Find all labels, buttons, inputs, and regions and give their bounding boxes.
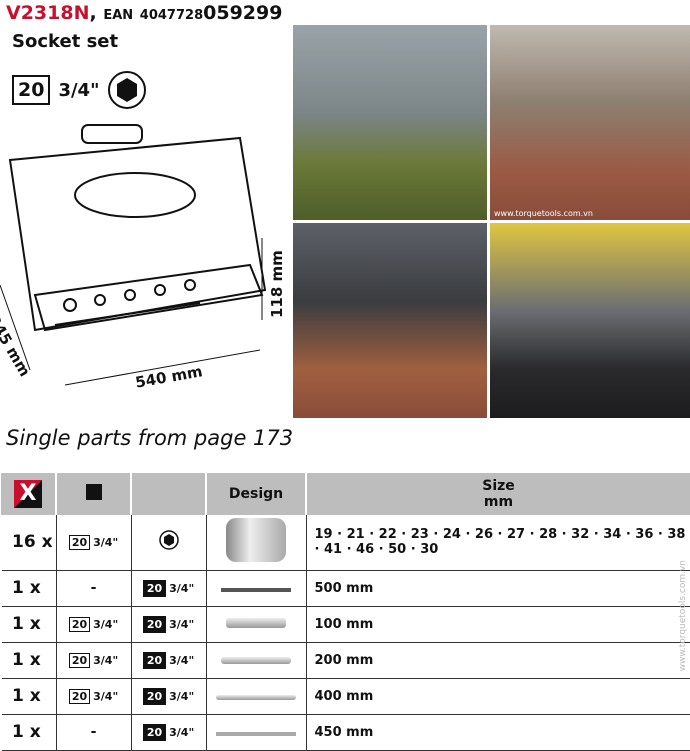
qty-icon: X	[14, 480, 42, 508]
product-title: Socket set	[12, 31, 119, 52]
hex-socket-icon	[158, 530, 179, 550]
photo-truck-worker: www.torquetools.com.vn	[490, 25, 690, 220]
square-size: 20	[68, 689, 91, 704]
size-unit: mm	[483, 494, 514, 510]
square-size: 20	[68, 617, 91, 632]
length: 100 mm	[305, 606, 690, 643]
square-inch: 3/4"	[93, 690, 119, 703]
watermark: www.torquetools.com.vn	[678, 560, 688, 672]
ean-label: EAN	[103, 8, 134, 23]
extension-bar-image	[216, 695, 296, 700]
drive-size: 20	[142, 616, 167, 633]
square-size: -	[55, 714, 131, 751]
height-dimension: 118 mm	[268, 250, 286, 318]
square-inch: 3/4"	[93, 654, 119, 667]
drive-inch: 3/4"	[169, 654, 195, 667]
photo-caption: www.torquetools.com.vn	[494, 209, 593, 218]
length: 450 mm	[305, 714, 690, 751]
product-code: V2318N	[6, 2, 90, 24]
qty: 16 x	[0, 515, 56, 571]
photo-tire-case	[293, 223, 487, 418]
extension-bar-image	[221, 657, 291, 664]
socket-image	[226, 518, 286, 563]
qty: 1 x	[0, 606, 56, 643]
square-size: 20	[68, 535, 91, 551]
design-header: Design	[205, 473, 306, 515]
drive-size: 20	[142, 724, 167, 741]
drive-inch: 3/4"	[169, 582, 195, 595]
square-size: 20	[68, 653, 91, 668]
sliding-t-bar-image	[221, 588, 291, 592]
drive-size: 20	[142, 580, 167, 597]
qty: 1 x	[0, 678, 56, 715]
size-header: Size	[482, 478, 515, 494]
drive-size: 20	[142, 688, 167, 705]
drive-inch: 3/4"	[169, 690, 195, 703]
length: 400 mm	[305, 678, 690, 715]
length: 500 mm	[305, 570, 690, 607]
length: 200 mm	[305, 642, 690, 679]
drive-size: 20	[142, 652, 167, 669]
sizes: 19 · 21 · 22 · 23 · 24 · 26 · 27 · 28 · …	[305, 515, 690, 571]
case-drawing	[0, 124, 267, 386]
product-code-line: V2318N, EAN 4047728059299	[6, 2, 283, 24]
t-handle-image	[216, 732, 296, 736]
photo-grid: www.torquetools.com.vn	[293, 25, 690, 418]
drive-inch: 3/4"	[58, 79, 100, 101]
drive-mm: 20	[12, 75, 51, 105]
square-inch: 3/4"	[93, 536, 119, 550]
drive-inch: 3/4"	[169, 618, 195, 631]
ean-prefix: 4047728	[139, 8, 204, 23]
photo-trailer-wrench	[293, 25, 487, 220]
square-inch: 3/4"	[93, 618, 119, 631]
qty: 1 x	[0, 570, 56, 607]
qty: 1 x	[0, 642, 56, 679]
section-title: Single parts from page 173	[6, 426, 294, 450]
hex-socket-icon	[108, 71, 147, 109]
square-drive-icon	[85, 484, 102, 500]
drive-inch: 3/4"	[169, 726, 195, 739]
drive-spec: 20 3/4"	[12, 70, 147, 110]
photo-workshop	[490, 223, 690, 418]
extension-bar-image	[226, 618, 286, 628]
ean-suffix: 059299	[203, 2, 283, 24]
qty: 1 x	[0, 714, 56, 751]
square-size: -	[55, 570, 131, 607]
